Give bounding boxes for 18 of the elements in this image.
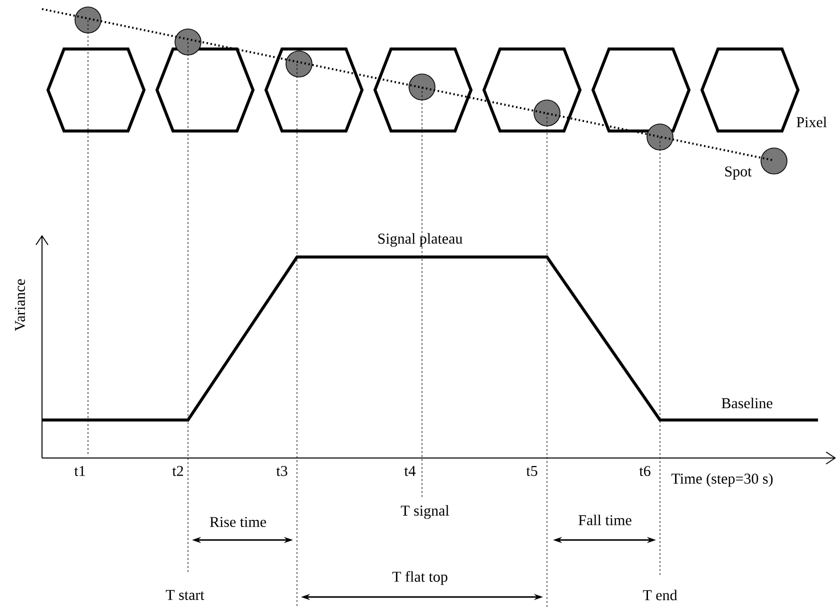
annotation-label: T start bbox=[166, 590, 204, 600]
tick-label: t4 bbox=[404, 466, 416, 476]
tick-label: t6 bbox=[639, 466, 650, 476]
annotation-label: Baseline bbox=[722, 398, 772, 408]
annotation-label: T end bbox=[642, 590, 678, 600]
tick-label: t2 bbox=[172, 466, 183, 476]
axis-label: Time (step=30 s) bbox=[671, 473, 773, 487]
annotation-label: T signal bbox=[400, 505, 450, 519]
tick-label: t3 bbox=[276, 466, 288, 476]
annotation-label: Rise time bbox=[210, 516, 266, 528]
annotation-label: Fall time bbox=[578, 514, 632, 526]
annotation-label: Signal plateau bbox=[378, 233, 462, 247]
tick-label: t1 bbox=[74, 466, 85, 476]
annotation-label: T flat top bbox=[392, 571, 448, 585]
annotation-label: Pixel bbox=[796, 116, 827, 128]
tick-label: t5 bbox=[526, 466, 538, 476]
annotation-label: Spot bbox=[725, 166, 752, 180]
axis-label: Variance bbox=[14, 279, 26, 332]
